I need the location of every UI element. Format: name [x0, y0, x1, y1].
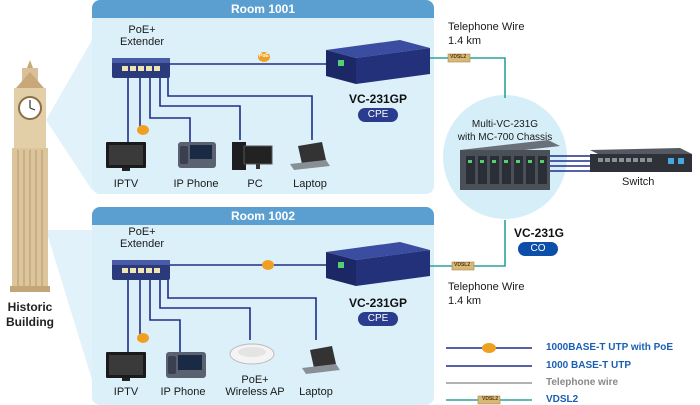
room1-iptv-label: IPTV [113, 178, 139, 190]
building-line1: Historic [7, 300, 53, 314]
room1-tv-icon [106, 142, 146, 171]
room2-poe-markers [137, 260, 274, 343]
legend-telephone: Telephone wire [546, 377, 619, 388]
clock-tower-illustration [10, 60, 50, 292]
room2-cpe-badge: CPE [358, 312, 398, 326]
chassis-line2: with MC-700 Chassis [457, 132, 553, 143]
room2-iptv-label: IPTV [113, 386, 139, 398]
telephone-wire-top-line1: Telephone Wire [448, 21, 525, 33]
room2-wireless-ap-icon [229, 343, 275, 365]
mc700-chassis [460, 140, 560, 190]
room1-extender-line2: Extender [119, 36, 165, 48]
room1-extender-line1: PoE+ [128, 24, 156, 36]
room2-ipphone-label: IP Phone [160, 386, 206, 398]
switch-device [590, 148, 692, 172]
room-1001-title: Room 1001 [92, 0, 434, 18]
vdsl-tag-bottom: VDSL2 [454, 262, 471, 268]
co-model: VC-231G [513, 226, 565, 240]
room1-laptop-icon [290, 142, 330, 170]
room2-ap-line1: PoE+ [241, 374, 269, 386]
legend-utp: 1000 BASE-T UTP [546, 360, 632, 371]
tower-beam-bottom [46, 230, 92, 380]
historic-building-label: Historic Building [0, 300, 60, 330]
building-line2: Building [6, 315, 54, 329]
vdsl2-tags [447, 53, 475, 271]
co-badge: CO [518, 242, 558, 256]
room2-poe-extender [112, 260, 170, 280]
room2-laptop-icon [302, 346, 340, 374]
room2-extender-label: PoE+ Extender [118, 226, 166, 250]
room1-poe-markers [137, 52, 270, 135]
legend-vdsl2: VDSL2 [546, 394, 579, 405]
room2-laptop-label: Laptop [299, 386, 333, 398]
room1-ipphone-label: IP Phone [173, 178, 219, 190]
telephone-wire-bottom-label: Telephone Wire 1.4 km [448, 280, 524, 308]
room1-poe-tag: PoE [259, 53, 269, 59]
chassis-label: Multi-VC-231G with MC-700 Chassis [450, 118, 560, 144]
room2-extender-line1: PoE+ [128, 226, 156, 238]
room2-cpe-model: VC-231GP [348, 296, 408, 310]
room2-ap-line2: Wireless AP [225, 386, 285, 398]
room1-extender-label: PoE+ Extender [118, 24, 166, 48]
room1-pc-label: PC [247, 178, 263, 190]
room2-ip-phone-icon [166, 352, 206, 378]
room1-ip-phone-icon [178, 142, 216, 168]
switch-uplinks [550, 155, 590, 172]
room1-cpe-device [326, 40, 430, 84]
telephone-wire-bottom-line1: Telephone Wire [448, 281, 525, 293]
room1-utp-lines [127, 63, 330, 150]
room1-poe-extender [112, 58, 170, 78]
switch-label: Switch [622, 176, 655, 188]
vdsl-tag-top: VDSL2 [450, 54, 467, 60]
legend-vdsl-tag: VDSL2 [482, 396, 499, 402]
room1-laptop-label: Laptop [293, 178, 327, 190]
telephone-wire-top-line2: 1.4 km [448, 35, 482, 47]
room1-cpe-badge: CPE [358, 108, 398, 122]
room-1002-title: Room 1002 [92, 207, 434, 225]
room1-cpe-model: VC-231GP [348, 92, 408, 106]
room2-ap-label: PoE+ Wireless AP [220, 374, 290, 398]
room2-extender-line2: Extender [119, 238, 165, 250]
room2-tv-icon [106, 352, 146, 381]
legend-utp-poe: 1000BASE-T UTP with PoE [546, 342, 674, 353]
tower-beam-top [46, 40, 92, 190]
chassis-line1: Multi-VC-231G [471, 119, 539, 130]
legend-swatches [446, 343, 532, 405]
telephone-wire-bottom-line2: 1.4 km [448, 295, 482, 307]
room2-cpe-device [326, 242, 430, 286]
room2-utp-lines [127, 264, 330, 352]
telephone-wire-top-label: Telephone Wire 1.4 km [448, 20, 524, 48]
room1-pc-icon [232, 142, 273, 170]
